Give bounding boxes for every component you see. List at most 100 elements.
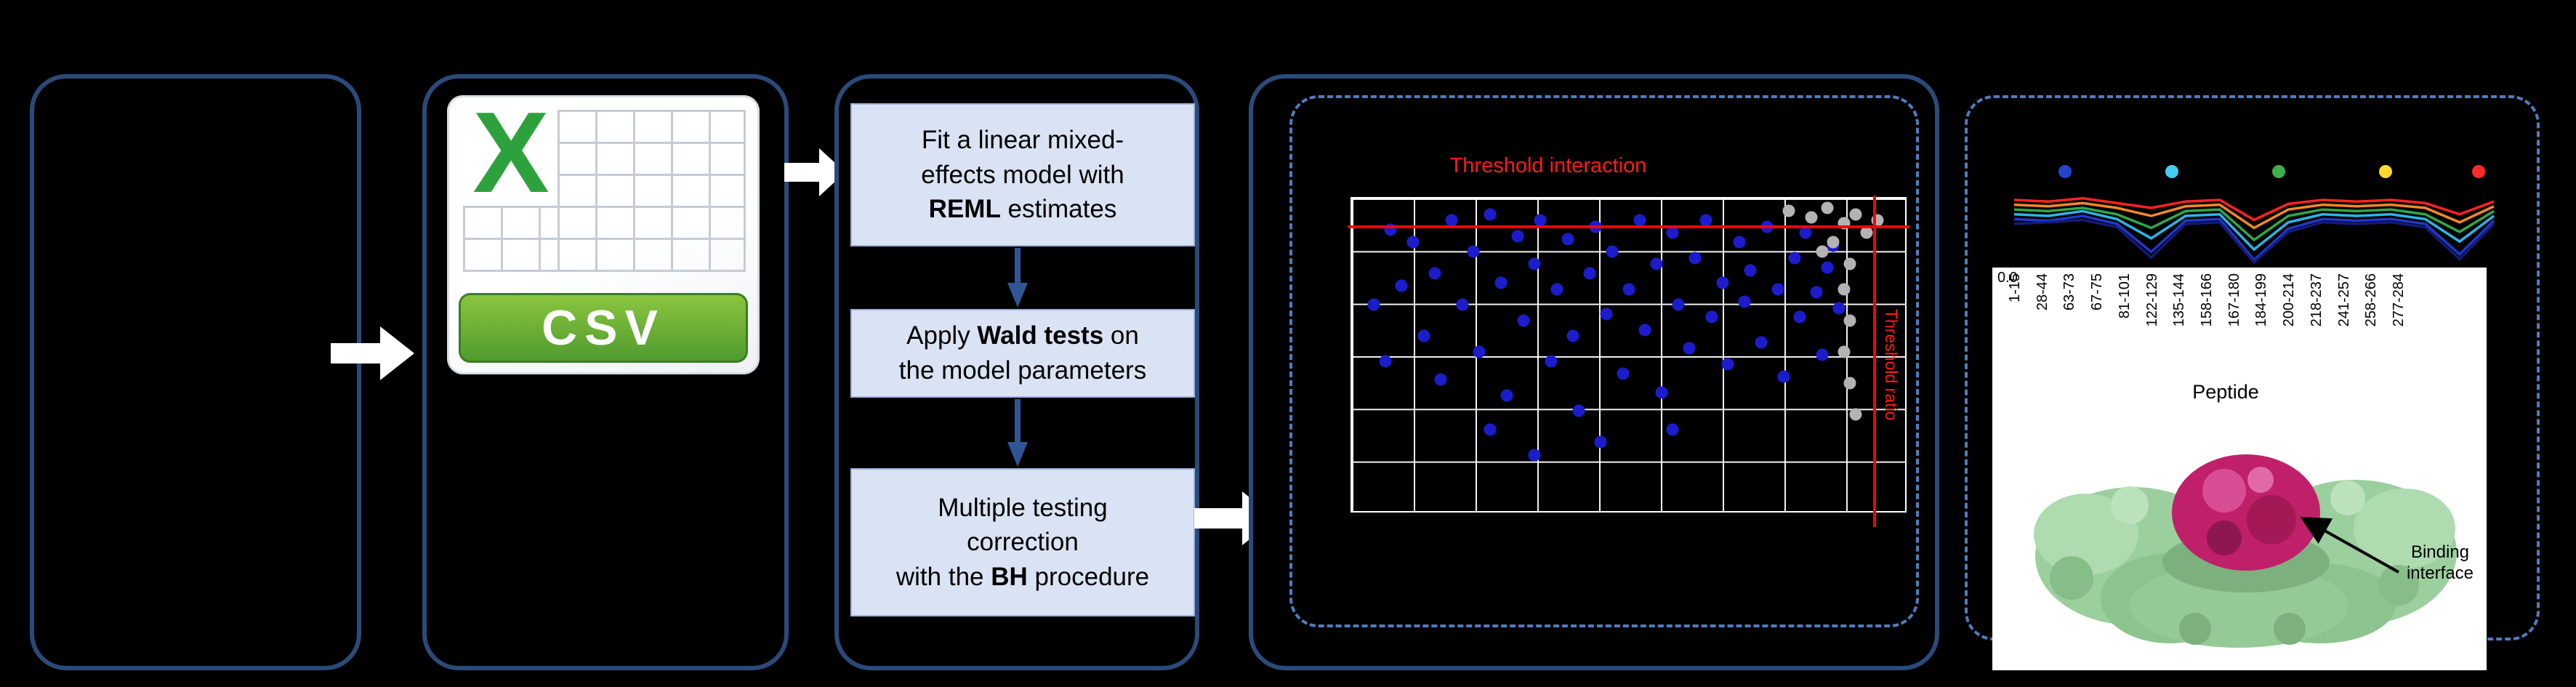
uptake-series-orange (2013, 201, 2495, 230)
scatter-point-blue-points (1721, 358, 1734, 371)
scatter-point-blue-points (1417, 329, 1430, 342)
scatter-point-blue-points (1744, 264, 1757, 277)
scatter-point-blue-points (1622, 283, 1635, 296)
protein-structure-image (2034, 454, 2457, 648)
excel-x-glyph: X (472, 88, 550, 217)
down-arrow-icon (1007, 248, 1028, 308)
step-box-bh: Multiple testing correction with the BH … (850, 468, 1195, 616)
csv-sheet: X CSV (447, 89, 760, 374)
peptide-tick-label: 184-199 (2253, 273, 2270, 327)
scatter-point-gray-points (1843, 314, 1856, 327)
threshold-vline (1873, 196, 1876, 527)
scatter-point-gray-points (1821, 201, 1834, 214)
csv-banner-label: CSV (542, 300, 665, 355)
scatter-point-gray-points (1816, 245, 1829, 258)
scatter-point-blue-points (1528, 449, 1541, 462)
peptide-tick-label: 158-166 (2198, 273, 2215, 327)
peptide-tick-label: 218-237 (2308, 273, 2325, 327)
scatter-point-blue-points (1379, 355, 1392, 368)
peptide-tick-label: 122-129 (2144, 273, 2160, 327)
peptide-tick-label: 167-180 (2226, 273, 2242, 327)
scatter-point-blue-points (1445, 214, 1458, 227)
scatter-point-blue-points (1689, 252, 1702, 265)
scatter-point-blue-points (1484, 208, 1497, 220)
flow-arrow-1-icon (331, 326, 414, 380)
legend-dot-icon (2379, 165, 2392, 178)
scatter-point-blue-points (1816, 348, 1829, 361)
scatter-point-gray-points (1827, 236, 1840, 249)
binding-interface-arrow (2300, 517, 2399, 574)
scatter-point-blue-points (1561, 233, 1574, 246)
scatter-point-blue-points (1788, 252, 1801, 265)
scatter-point-blue-points (1793, 310, 1806, 324)
flow-arrow-2-icon (784, 148, 845, 196)
scatter-plot (1348, 196, 1909, 527)
uptake-series-cyan (2013, 209, 2495, 252)
step-text: Apply Wald tests on the model parameters (898, 321, 1147, 385)
scatter-point-blue-points (1600, 308, 1613, 321)
legend-dot-icon (2165, 165, 2178, 178)
scatter-point-gray-points (1843, 377, 1856, 390)
scatter-point-blue-points (1755, 336, 1768, 349)
uptake-series-blue (2013, 214, 2495, 262)
scatter-point-blue-points (1705, 310, 1718, 324)
scatter-point-blue-points (1733, 236, 1746, 249)
peptide-axis-label: Peptide (2192, 381, 2259, 403)
scatter-point-blue-points (1738, 295, 1751, 308)
scatter-point-blue-points (1517, 314, 1530, 327)
uptake-series-green (2013, 206, 2495, 242)
peptide-tick-label: 63-73 (2061, 273, 2078, 311)
legend-dot-icon (2472, 165, 2485, 178)
spreadsheet-grid (463, 206, 560, 272)
csv-file-icon: X CSV (447, 89, 760, 374)
scatter-point-blue-points (1583, 267, 1596, 280)
scatter-point-blue-points (1638, 324, 1651, 337)
step-box-reml: Fit a linear mixed- effects model with R… (850, 103, 1195, 246)
scatter-point-blue-points (1500, 389, 1513, 402)
scatter-point-blue-points (1672, 298, 1685, 311)
scatter-point-blue-points (1406, 236, 1420, 249)
scatter-point-blue-points (1566, 329, 1579, 342)
scatter-point-blue-points (1771, 283, 1784, 296)
scatter-point-blue-points (1467, 245, 1480, 258)
peptide-tick-label: 277-284 (2390, 273, 2407, 327)
scatter-point-blue-points (1810, 286, 1823, 299)
threshold-ratio-label: Threshold ratio (1882, 309, 1901, 421)
input-panel (30, 74, 361, 670)
csv-banner: CSV (459, 293, 748, 363)
scatter-point-blue-points (1367, 298, 1380, 311)
scatter-point-blue-points (1799, 226, 1812, 239)
scatter-point-blue-points (1666, 226, 1679, 239)
scatter-point-blue-points (1716, 276, 1729, 289)
scatter-point-gray-points (1860, 226, 1873, 239)
scatter-point-gray-points (1849, 208, 1861, 220)
scatter-point-blue-points (1494, 276, 1508, 289)
scatter-point-gray-points (1838, 283, 1851, 296)
y-tick-label: 0.0 (1997, 270, 2018, 286)
peptide-tick-label: 241-257 (2335, 273, 2352, 327)
scatter-point-blue-points (1832, 302, 1846, 314)
peptide-tick-label: 67-75 (2089, 273, 2106, 311)
step-text: Multiple testing correction with the BH … (895, 493, 1150, 591)
scatter-point-blue-points (1484, 423, 1497, 436)
peptide-tick-label: 1-15 (2007, 273, 2023, 303)
legend-dot-icon (2272, 165, 2285, 178)
scatter-point-gray-points (1805, 211, 1818, 224)
scatter-point-gray-points (1843, 257, 1856, 270)
scatter-point-blue-points (1594, 435, 1607, 449)
scatter-point-blue-points (1473, 345, 1486, 358)
uptake-series-navy (2013, 218, 2495, 265)
peptide-tick-label: 135-144 (2171, 273, 2188, 327)
scatter-point-blue-points (1821, 261, 1834, 274)
scatter-point-blue-points (1683, 342, 1696, 355)
scatter-point-blue-points (1511, 230, 1524, 243)
uptake-line-chart (2013, 197, 2495, 265)
scatter-point-blue-points (1434, 373, 1447, 386)
scatter-point-blue-points (1428, 267, 1441, 280)
spreadsheet-grid (558, 110, 746, 272)
down-arrow-icon (1007, 399, 1028, 467)
uptake-series-red (2013, 197, 2495, 222)
scatter-point-blue-points (1545, 355, 1558, 368)
scatter-point-gray-points (1782, 204, 1795, 217)
